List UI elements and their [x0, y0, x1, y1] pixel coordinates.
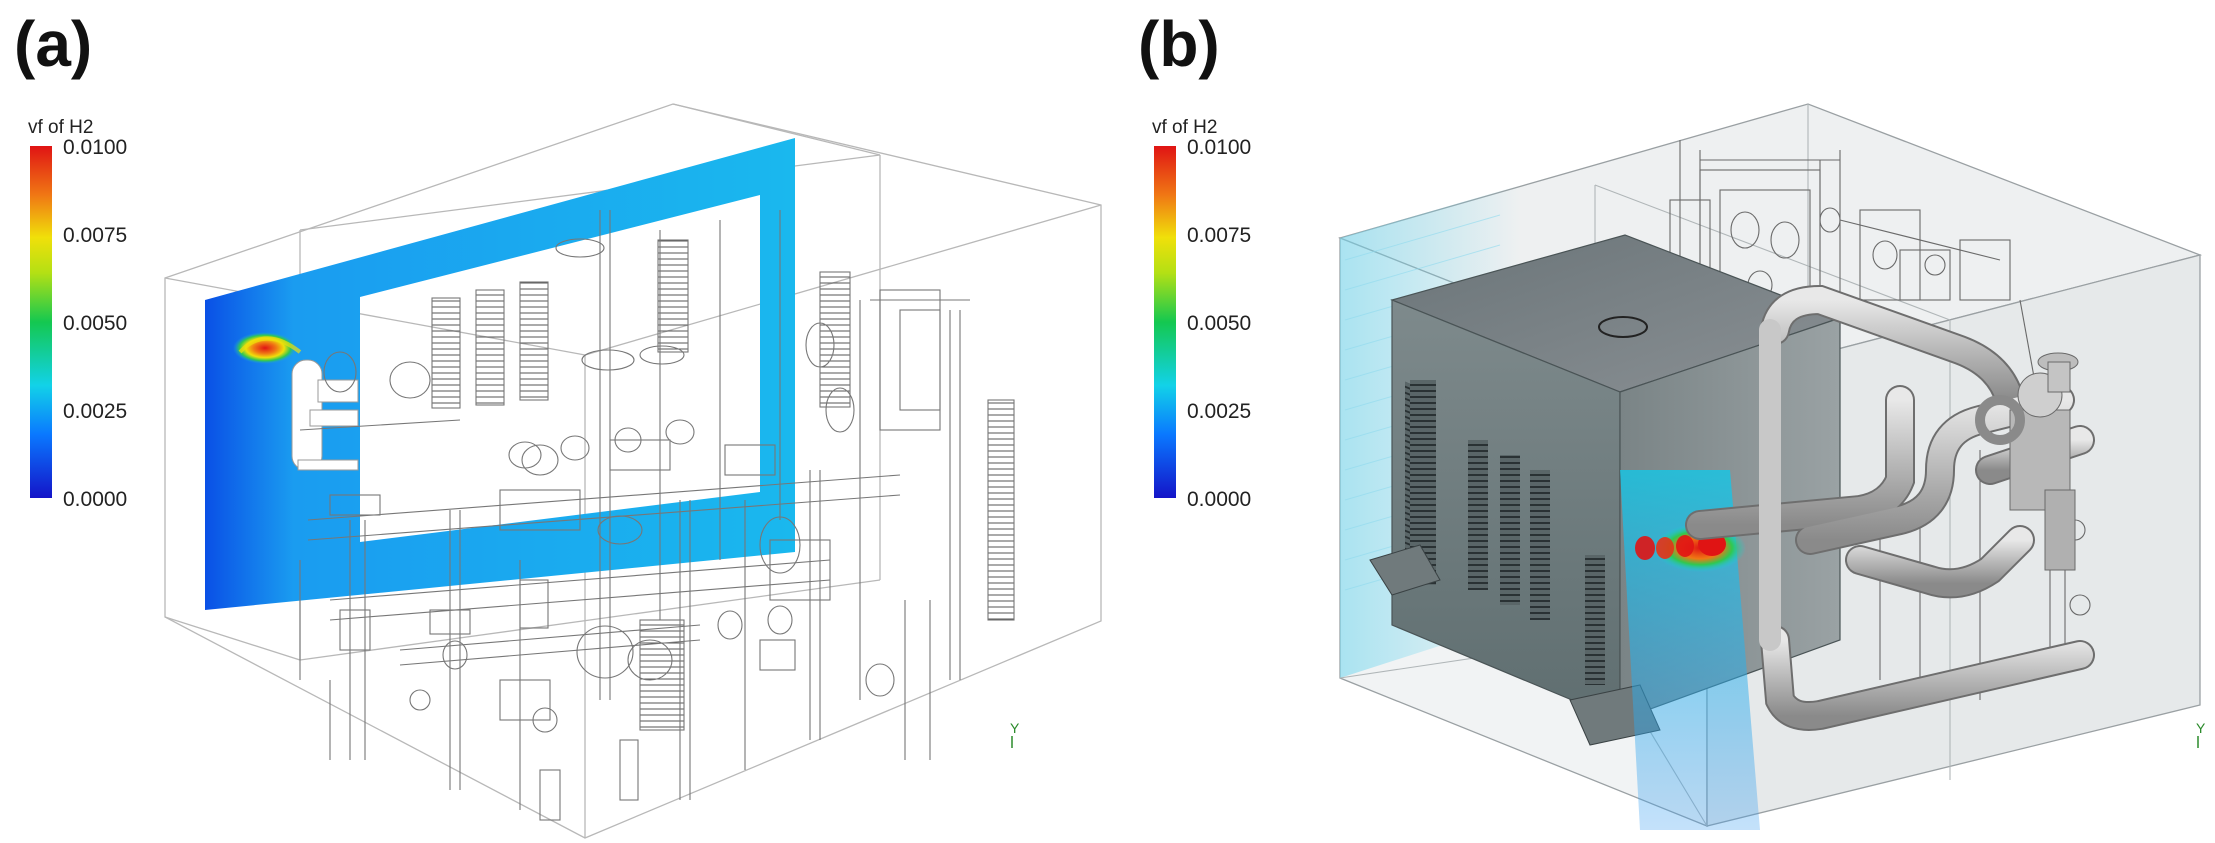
- panel-b-label: (b): [1138, 8, 1220, 80]
- panel-b-tick-4: 0.0000: [1187, 488, 1252, 511]
- panel-a-tick-3: 0.0025: [63, 400, 128, 423]
- panel-a-contour-slice: [205, 138, 795, 610]
- panel-a-tick-0: 0.0100: [63, 136, 128, 159]
- panel-a-axis-triad: Y: [1010, 720, 1020, 736]
- panel-a-colorbar-title: vf of H2: [28, 117, 94, 138]
- panel-a-colorbar: [30, 146, 52, 498]
- panel-b-pipes: [1685, 284, 2095, 731]
- panel-a-equipment-wireframe: [299, 210, 1015, 821]
- panel-b-tick-0: 0.0100: [1187, 136, 1252, 159]
- panel-a-scene: [164, 103, 1102, 839]
- panel-b-scene: [1337, 103, 2203, 830]
- panel-a-label: (a): [14, 8, 93, 80]
- panel-a-tick-2: 0.0050: [63, 312, 128, 335]
- panel-b-tick-2: 0.0050: [1187, 312, 1252, 335]
- panel-b-colorbar: [1154, 146, 1176, 498]
- panel-b-valve-cluster: [1975, 352, 2079, 571]
- panel-a-tick-1: 0.0075: [63, 224, 128, 247]
- panel-b-tick-3: 0.0025: [1187, 400, 1252, 423]
- panel-b-tick-1: 0.0075: [1187, 224, 1252, 247]
- panel-b-colorbar-title: vf of H2: [1152, 117, 1218, 138]
- panel-b-axis-triad: Y: [2196, 720, 2206, 736]
- panel-a-tick-4: 0.0000: [63, 488, 128, 511]
